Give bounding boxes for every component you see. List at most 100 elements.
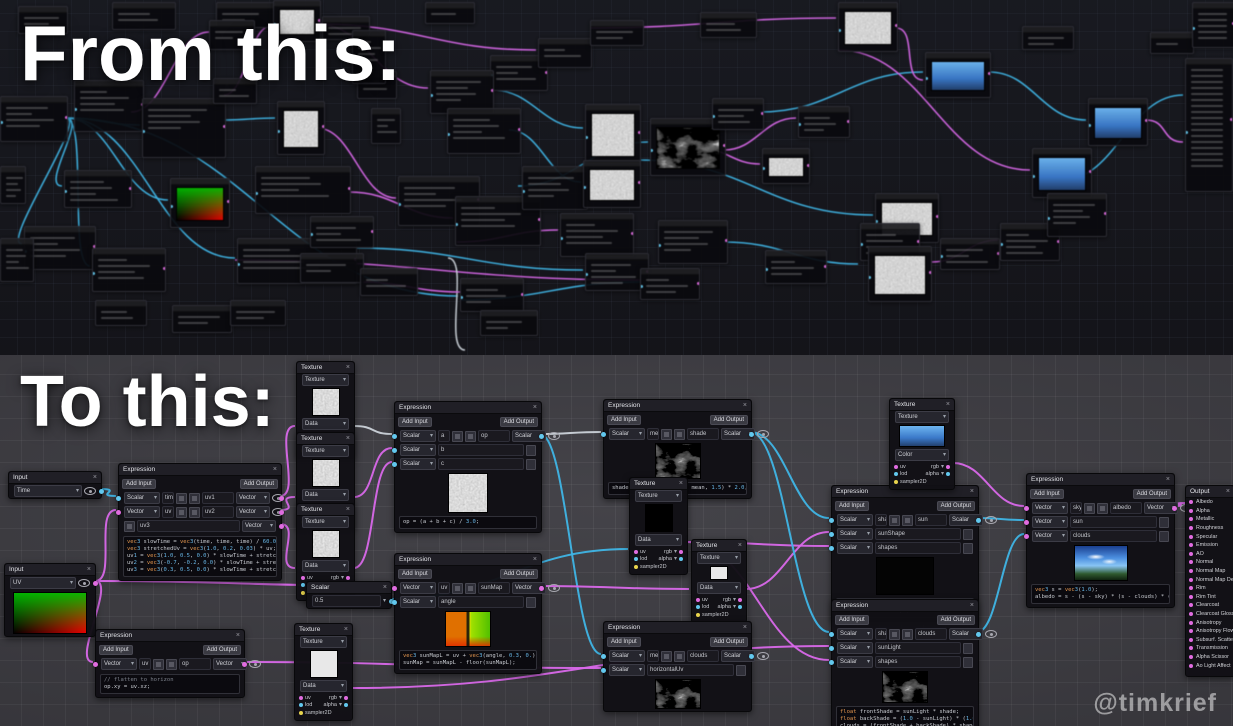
delete-icon[interactable] (1159, 516, 1169, 528)
mini-node[interactable] (585, 104, 641, 164)
name-field[interactable]: uv1 (202, 492, 234, 504)
link-icon[interactable] (124, 520, 135, 532)
type-dropdown[interactable]: Scalar▾ (609, 664, 645, 676)
add-output-button[interactable]: Add Output (499, 568, 538, 579)
delete-icon[interactable] (526, 444, 536, 456)
mini-node[interactable] (765, 250, 827, 284)
input-port[interactable] (799, 123, 801, 126)
close-icon[interactable]: × (742, 624, 747, 631)
port-dot[interactable] (1189, 594, 1193, 599)
input-port[interactable] (392, 447, 397, 453)
input-port[interactable] (278, 130, 280, 133)
port-right[interactable]: rgb▾ (931, 464, 950, 470)
expression-code[interactable]: vec3 slowTime = vec3(time, time, time) /… (123, 536, 277, 577)
close-icon[interactable]: × (737, 542, 742, 549)
port-left[interactable]: uv (301, 575, 313, 581)
texture-dropdown[interactable]: Texture▾ (895, 411, 949, 423)
preview-eye-icon[interactable] (249, 660, 261, 668)
input-port[interactable] (311, 233, 313, 236)
node-titlebar[interactable]: Texture× (692, 540, 746, 552)
preview-eye-icon[interactable] (548, 584, 560, 592)
node-titlebar[interactable]: Expression× (395, 554, 541, 566)
swap-icon[interactable] (153, 658, 164, 670)
node-input-uv[interactable]: Input×UV▾ (4, 563, 98, 637)
output-port[interactable] (1057, 240, 1059, 243)
close-icon[interactable]: × (1225, 488, 1230, 495)
swap-icon[interactable] (889, 628, 900, 640)
add-output-button[interactable]: Add Output (499, 416, 538, 427)
type-dropdown[interactable]: Scalar▾ (721, 428, 755, 440)
mini-node[interactable] (209, 20, 255, 50)
input-port[interactable] (926, 77, 928, 80)
input-port[interactable] (601, 653, 606, 659)
mini-node[interactable] (112, 2, 176, 30)
port-right[interactable]: rgb▾ (664, 549, 683, 555)
link-icon[interactable] (465, 430, 476, 442)
input-port[interactable] (116, 495, 121, 501)
link-icon[interactable] (189, 506, 200, 518)
mini-node[interactable] (0, 238, 34, 282)
mini-node[interactable] (74, 80, 144, 132)
input-port[interactable] (641, 285, 643, 288)
input-port[interactable] (763, 167, 765, 170)
mini-node[interactable] (712, 98, 764, 130)
link-icon[interactable] (674, 650, 685, 662)
input-port[interactable] (448, 133, 450, 136)
input-port[interactable] (523, 190, 525, 193)
mini-node[interactable] (352, 30, 386, 84)
input-port[interactable] (93, 272, 95, 275)
mini-node[interactable] (1150, 32, 1194, 54)
name-field[interactable]: uv (162, 506, 174, 518)
swap-icon[interactable] (661, 650, 672, 662)
expression-code[interactable]: float frontShade = sunLight * shade;floa… (836, 706, 974, 726)
port-dot[interactable] (1189, 517, 1193, 522)
add-input-button[interactable]: Add Input (99, 644, 133, 655)
close-icon[interactable]: × (345, 506, 350, 513)
mini-node[interactable] (583, 160, 641, 208)
input-port[interactable] (256, 192, 258, 195)
close-icon[interactable]: × (969, 602, 974, 609)
input-port[interactable] (1024, 533, 1029, 539)
input-source-dropdown[interactable]: Time▾ (14, 485, 82, 497)
mini-node[interactable] (560, 213, 634, 257)
close-icon[interactable]: × (382, 584, 387, 591)
port-dot[interactable] (1189, 569, 1193, 574)
close-icon[interactable]: × (969, 488, 974, 495)
port-left[interactable]: lod (299, 702, 312, 708)
type-dropdown[interactable]: Vector▾ (236, 506, 270, 518)
mini-node[interactable] (0, 96, 68, 142)
output-port[interactable] (749, 653, 754, 659)
name-field[interactable]: sunShape (875, 528, 961, 540)
node-titlebar[interactable]: Expression× (96, 630, 244, 642)
type-dropdown[interactable]: Scalar▾ (124, 492, 160, 504)
output-port[interactable] (1172, 505, 1177, 511)
close-icon[interactable]: × (272, 466, 277, 473)
input-port[interactable] (601, 431, 606, 437)
close-icon[interactable]: × (92, 474, 97, 481)
type-dropdown[interactable]: Scalar▾ (837, 528, 873, 540)
input-port[interactable] (829, 545, 834, 551)
input-port[interactable] (1, 121, 3, 124)
output-port[interactable] (163, 267, 165, 270)
swap-icon[interactable] (661, 428, 672, 440)
node-titlebar[interactable]: Expression× (119, 464, 281, 476)
mini-node[interactable] (480, 310, 538, 336)
preview-eye-icon[interactable] (548, 432, 560, 440)
mini-node[interactable] (213, 78, 257, 104)
port-dot[interactable] (1189, 646, 1193, 651)
name-field[interactable]: sunLight (875, 642, 961, 654)
output-port[interactable] (997, 252, 999, 255)
node-titlebar[interactable]: Input× (9, 472, 101, 484)
input-port[interactable] (829, 645, 834, 651)
input-port[interactable] (461, 296, 463, 299)
input-port[interactable] (586, 136, 588, 139)
output-port[interactable] (917, 240, 919, 243)
input-port[interactable] (713, 115, 715, 118)
mini-node[interactable] (170, 178, 230, 228)
port-right[interactable]: alpha▾ (926, 471, 950, 477)
